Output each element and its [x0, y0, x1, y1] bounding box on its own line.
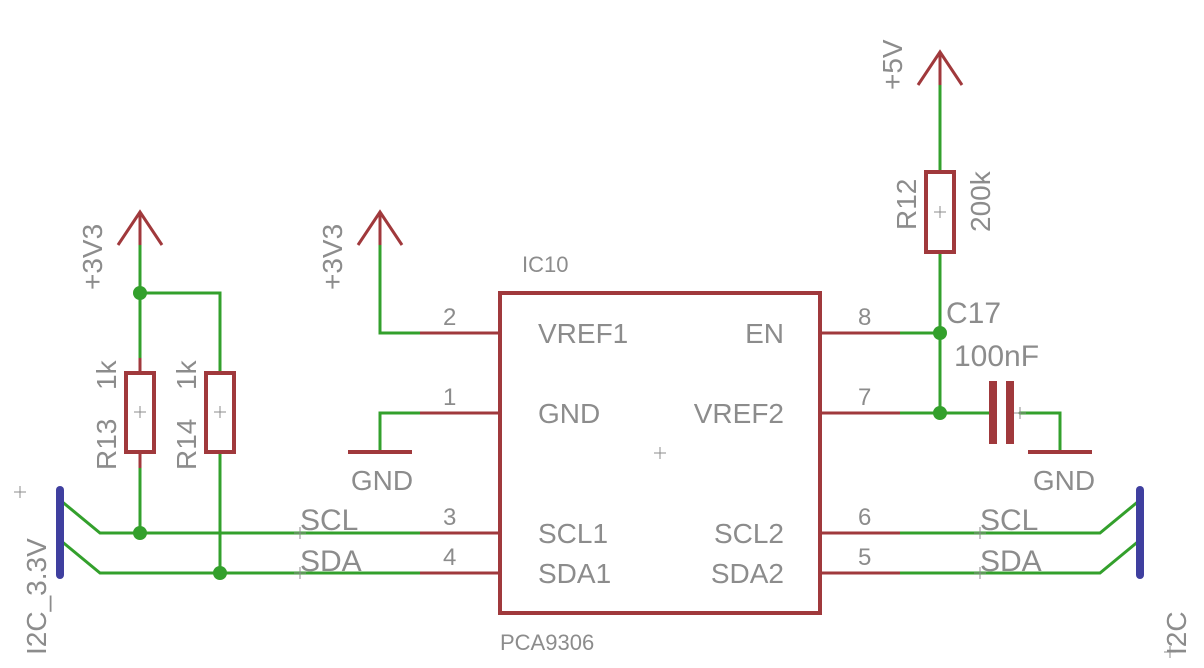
origin-cross-icon [1164, 646, 1176, 658]
net-label-scl-left[interactable]: SCL [300, 504, 358, 537]
origin-cross-icon [974, 527, 986, 539]
junction-dot [213, 566, 227, 580]
pin-number: 3 [443, 504, 456, 531]
pin-number: 6 [858, 504, 871, 531]
net-label-sda-left[interactable]: SDA [300, 545, 362, 578]
wire-left-3v3-horizontal [138, 291, 222, 374]
supply-label: +3V3 [317, 224, 348, 290]
supply-label: +5V [877, 39, 908, 90]
pin-name: VREF1 [538, 318, 628, 349]
supply-left-3v3[interactable]: +3V3 [77, 209, 164, 290]
pin-name: EN [745, 318, 784, 349]
pin-number: 4 [443, 544, 456, 571]
net-labels: SCL SDA SCL SDA [294, 504, 1042, 579]
wire-ic-vref1 [378, 243, 422, 335]
capacitor-c17[interactable]: C17 100nF [946, 297, 1039, 444]
pin-number: 1 [443, 384, 456, 411]
pin-number: 2 [443, 304, 456, 331]
supply-arrow-icon [916, 49, 964, 86]
gnd-symbol-ic[interactable]: GND [348, 450, 413, 496]
supply-arrow-icon [116, 209, 164, 246]
resistor-value: 200k [965, 170, 996, 232]
wire-scl-left [58, 498, 422, 535]
gnd-symbol-cap[interactable]: GND [1028, 450, 1095, 496]
pin-name: SCL2 [714, 518, 784, 549]
resistor-name: R13 [91, 419, 122, 470]
wire-sda-left [58, 538, 422, 575]
resistor-name: R14 [171, 419, 202, 470]
capacitor-value: 100nF [954, 340, 1039, 373]
origin-cross-icon [654, 447, 666, 459]
ic-pca9306[interactable]: IC10 PCA9306 2 1 3 4 8 7 6 5 VREF1 GND S… [420, 252, 900, 655]
pin-number: 5 [858, 544, 871, 571]
ic-value: PCA9306 [500, 630, 594, 655]
ic-name: IC10 [522, 252, 568, 277]
gnd-label: GND [1033, 465, 1095, 496]
junction-dot [133, 286, 147, 300]
origin-cross-icon [1014, 407, 1026, 419]
origin-cross-icon [294, 567, 306, 579]
bus-label-right: I2C [1161, 611, 1192, 655]
net-label-sda-right[interactable]: SDA [980, 545, 1042, 578]
pin-number: 8 [858, 304, 871, 331]
supply-ic-3v3[interactable]: +3V3 [317, 209, 404, 290]
wires [58, 83, 1142, 575]
pin-name: VREF2 [694, 398, 784, 429]
pin-number: 7 [858, 384, 871, 411]
resistor-r14[interactable]: R14 1k [171, 359, 236, 470]
capacitor-name: C17 [946, 297, 1001, 330]
gnd-label: GND [351, 465, 413, 496]
pin-name: SDA2 [711, 558, 784, 589]
supply-right-5v[interactable]: +5V [877, 39, 964, 90]
capacitor-plate-icon [1006, 381, 1014, 444]
resistor-body-icon [124, 371, 156, 454]
resistor-name: R12 [891, 179, 922, 230]
resistor-r13[interactable]: R13 1k [91, 358, 156, 470]
wire-ic-gnd [378, 411, 422, 454]
junction-dot [933, 406, 947, 420]
bus-label-left: I2C_3.3V [21, 538, 52, 655]
junction-dot [133, 526, 147, 540]
resistor-body-icon [924, 170, 956, 254]
wire-cap-gnd [1018, 411, 1062, 454]
pin-name: GND [538, 398, 600, 429]
resistor-value: 1k [171, 359, 202, 390]
origin-cross-icon [294, 527, 306, 539]
junctions [133, 286, 947, 580]
supply-label: +3V3 [77, 224, 108, 290]
wire-sda-right [898, 538, 1142, 575]
resistor-value: 1k [91, 359, 122, 390]
net-label-scl-right[interactable]: SCL [980, 504, 1038, 537]
pin-name: SCL1 [538, 518, 608, 549]
resistor-body-icon [204, 371, 236, 454]
ic-body [498, 291, 822, 615]
supply-arrow-icon [356, 209, 404, 246]
origin-cross-icon [214, 406, 226, 418]
origin-cross-icon [14, 486, 26, 498]
pin-name: SDA1 [538, 558, 611, 589]
capacitor-plate-icon [989, 381, 997, 444]
origin-cross-icon [934, 206, 946, 218]
wire-scl-right [898, 498, 1142, 535]
origin-cross-icon [134, 406, 146, 418]
junction-dot [933, 326, 947, 340]
origin-cross-icon [974, 567, 986, 579]
resistor-r12[interactable]: R12 200k [891, 170, 996, 254]
